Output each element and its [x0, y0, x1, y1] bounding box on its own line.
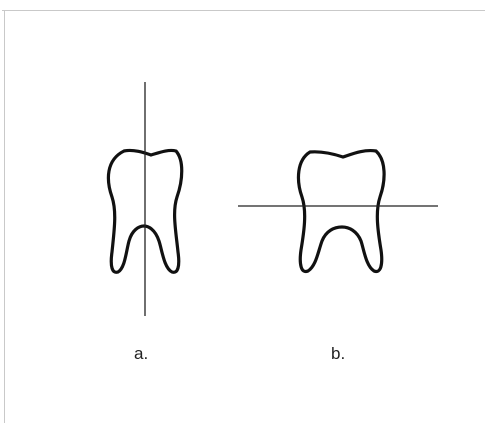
panel-a: a. — [108, 82, 181, 363]
panel-b-label: b. — [331, 344, 345, 363]
tooth-b-outline — [298, 151, 384, 272]
panel-b: b. — [238, 151, 438, 363]
panel-a-label: a. — [134, 344, 148, 363]
